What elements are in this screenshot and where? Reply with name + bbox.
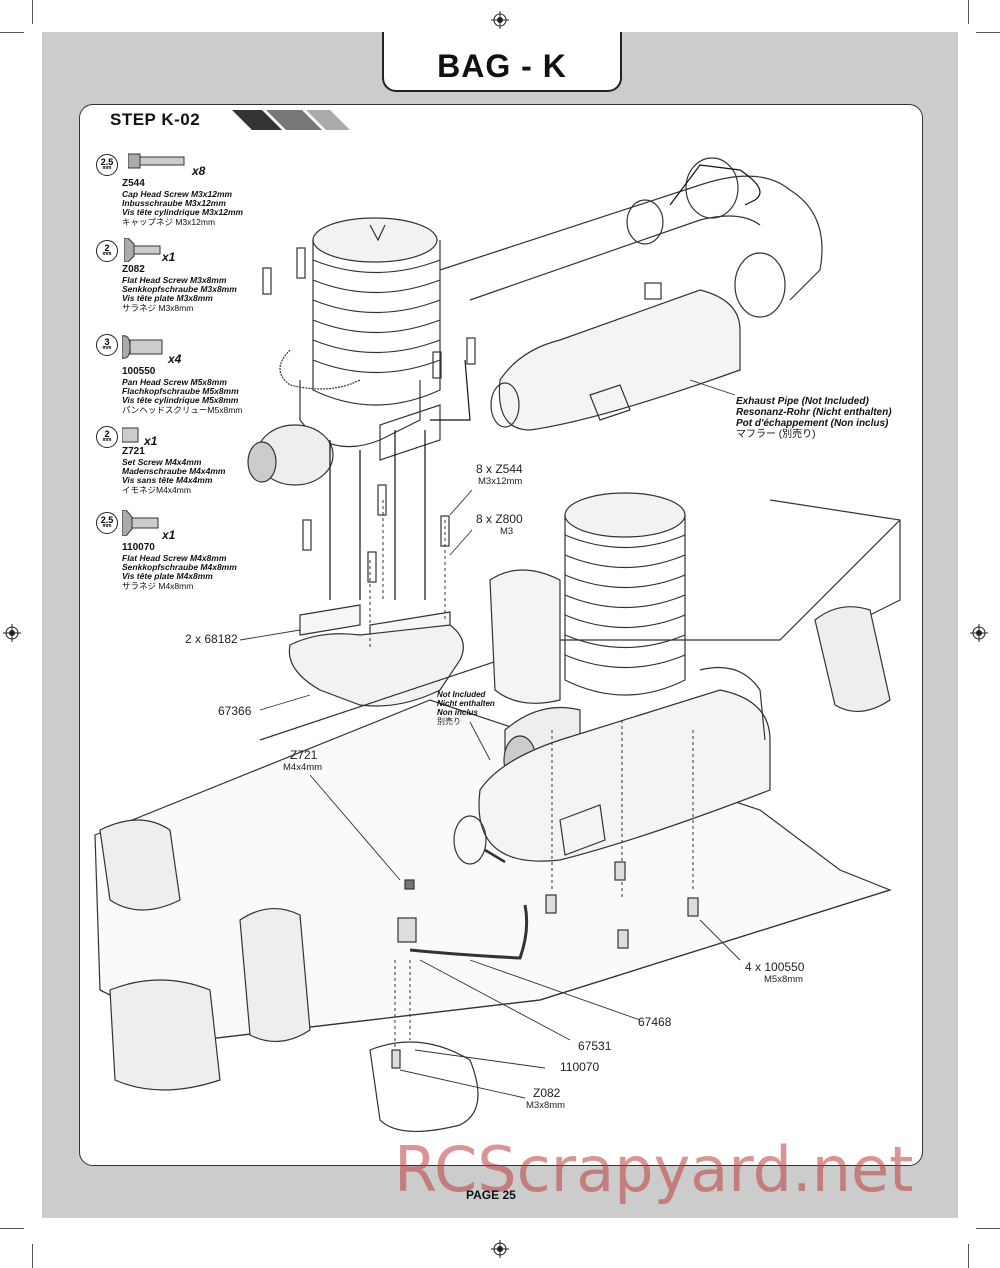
legend-desc: サラネジ M4x8mm (122, 581, 194, 591)
engine-icon (453, 492, 771, 865)
callout-110070: 110070 (560, 1060, 600, 1074)
crop-mark (968, 0, 969, 24)
crop-mark (32, 0, 33, 24)
not-included-note: Not Included Nicht enthalten Non inclus … (437, 690, 495, 726)
legend-desc: Vis tête plate M3x8mm (122, 293, 213, 303)
legend-desc: パンヘッドスクリューM5x8mm (122, 405, 243, 415)
legend-code: 110070 (122, 542, 155, 553)
engine-icon (247, 217, 441, 486)
step-decoration-icon (232, 110, 350, 130)
watermark: RCScrapyard.net (394, 1133, 914, 1206)
screw-icon (391, 861, 699, 1069)
note-line: Exhaust Pipe (Not Included) (736, 396, 869, 407)
legend-desc: Madenschraube M4x4mm (122, 466, 226, 476)
legend-code: Z544 (122, 178, 145, 189)
crop-mark (0, 32, 24, 33)
legend-qty: x8 (192, 164, 206, 178)
callout-sub: M5x8mm (764, 974, 804, 985)
callout-100550: 4 x 100550 (745, 960, 805, 974)
exhaust-pipe-note: Exhaust Pipe (Not Included) Resonanz-Roh… (736, 396, 892, 440)
bag-title: BAG - K (437, 48, 567, 84)
legend-desc: Flachkopfschraube M5x8mm (122, 386, 239, 396)
legend-desc: Senkkopfschraube M4x8mm (122, 562, 237, 572)
callout-z544: 8 x Z544 (476, 462, 523, 476)
callout-sub: M3x12mm (478, 476, 523, 487)
crop-mark (976, 32, 1000, 33)
note-line: Not Included (437, 690, 486, 699)
legend-desc: Flat Head Screw M3x8mm (122, 275, 227, 285)
legend-desc: Cap Head Screw M3x12mm (122, 189, 233, 199)
callout-z721: Z721 (290, 748, 318, 762)
legend-code: Z721 (122, 446, 145, 457)
cap-head-screw-icon (128, 153, 185, 169)
exhaust-pipe-icon (439, 157, 823, 431)
registration-mark-icon (3, 624, 21, 642)
legend-desc: Set Screw M4x4mm (122, 457, 202, 467)
callout-sub: M3x8mm (526, 1100, 566, 1111)
callout-z082: Z082 (533, 1086, 561, 1100)
engine-mount-icon (288, 604, 464, 707)
legend-code: Z082 (122, 264, 145, 275)
callout-sub: M3 (500, 526, 514, 537)
legend-code: 100550 (122, 366, 156, 377)
callout-67468: 67468 (638, 1015, 672, 1029)
note-line: Resonanz-Rohr (Nicht enthalten) (736, 407, 892, 418)
callout-sub: M4x4mm (283, 762, 323, 773)
legend-desc: Vis tête plate M4x8mm (122, 571, 213, 581)
pan-head-screw-icon (122, 335, 163, 359)
registration-mark-icon (491, 1240, 509, 1258)
note-line: Nicht enthalten (437, 699, 495, 708)
step-title: STEP K-02 (110, 110, 201, 129)
legend-desc: Inbusschraube M3x12mm (122, 198, 226, 208)
set-screw-icon (122, 427, 139, 443)
legend-qty: x4 (168, 352, 182, 366)
flat-head-screw-icon (122, 510, 159, 536)
legend-desc: サラネジ M3x8mm (122, 303, 194, 313)
callout-67366: 67366 (218, 704, 252, 718)
registration-mark-icon (491, 11, 509, 29)
legend-qty: x1 (162, 250, 176, 264)
note-line: Non inclus (437, 708, 478, 717)
screw-icon (262, 247, 476, 583)
crop-mark (32, 1244, 33, 1268)
legend-desc: キャップネジ M3x12mm (122, 217, 216, 227)
page-number: PAGE 25 (466, 1188, 516, 1202)
flat-head-screw-icon (124, 238, 161, 262)
callout-68182: 2 x 68182 (185, 632, 238, 646)
bag-tab: BAG - K (382, 32, 622, 92)
legend-desc: Senkkopfschraube M3x8mm (122, 284, 237, 294)
crop-mark (0, 1228, 24, 1229)
crop-mark (968, 1244, 969, 1268)
note-line: Pot d'échappement (Non inclus) (736, 418, 889, 429)
legend-qty: x1 (162, 528, 176, 542)
note-line: マフラー (別売り) (736, 429, 816, 440)
callout-67531: 67531 (578, 1039, 612, 1053)
crop-mark (976, 1228, 1000, 1229)
legend-desc: Pan Head Screw M5x8mm (122, 377, 227, 387)
legend-desc: Vis tête cylindrique M3x12mm (122, 207, 244, 217)
note-line: 別売り (437, 717, 461, 726)
legend-desc: イモネジM4x4mm (122, 485, 191, 495)
legend-desc: Vis sans tête M4x4mm (122, 475, 213, 485)
registration-mark-icon (970, 624, 988, 642)
legend-desc: Vis tête cylindrique M5x8mm (122, 395, 239, 405)
legend-qty: x1 (144, 434, 158, 448)
legend-desc: Flat Head Screw M4x8mm (122, 553, 227, 563)
callout-z800: 8 x Z800 (476, 512, 523, 526)
